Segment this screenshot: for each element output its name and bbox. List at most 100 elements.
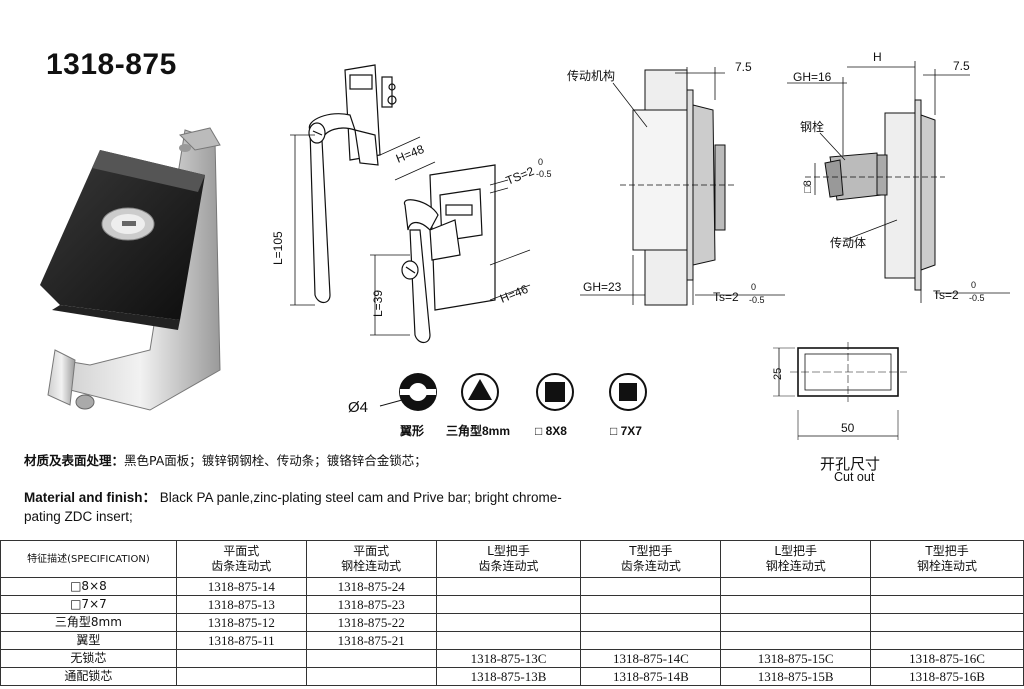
table-cell xyxy=(435,631,582,650)
label-wing: 翼形 xyxy=(399,424,424,438)
label-mech-cn: 传动机构 xyxy=(567,68,615,83)
table-cell: □8×8 xyxy=(0,577,177,596)
square-8x8-insert-icon xyxy=(536,373,574,411)
dim-7-5-b: 7.5 xyxy=(953,59,970,73)
material-cn-label: 材质及表面处理： xyxy=(24,453,125,468)
handle-isometric-drawing: L=105 H=48 TS=2 0 -0.5 L=39 H=46 xyxy=(271,64,552,344)
dim-gh16: GH=16 xyxy=(793,70,832,84)
dim-ts-mid-sup: 0 xyxy=(751,282,756,292)
table-cell xyxy=(720,613,872,632)
table-cell xyxy=(580,577,722,596)
rack-drive-side-view: 传动机构 7.5 GH=23 Ts=2 0 -0.5 xyxy=(567,60,785,306)
cutout-title-cn: 开孔尺寸 xyxy=(820,455,881,473)
dim-ts-right-sup: 0 xyxy=(971,280,976,290)
dim-sq8: □8 xyxy=(802,180,814,193)
label-square-8x8: □ 8X8 xyxy=(535,424,567,438)
label-phi4: Ø4 xyxy=(348,399,368,416)
table-cell xyxy=(720,577,872,596)
dim-ts-mid-sub: -0.5 xyxy=(749,295,765,305)
table-cell: 1318-875-11 xyxy=(175,631,307,650)
table-cell: 1318-875-15C xyxy=(720,649,872,668)
table-row: 通配锁芯 1318-875-13B 1318-875-14B 1318-875-… xyxy=(0,667,1024,686)
product-title: 1318-875 xyxy=(46,48,177,81)
table-cell: 1318-875-13C xyxy=(435,649,582,668)
spec-table: 特征描述(SPECIFICATION) 平面式齿条连动式 平面式钢栓连动式 L型… xyxy=(0,540,1024,686)
insert-types: Ø4 翼形 三角型8mm □ 8X8 □ 7X7 xyxy=(348,373,647,438)
table-row: □8×8 1318-875-14 1318-875-24 xyxy=(0,577,1024,596)
dim-cut-h: 25 xyxy=(772,368,784,380)
table-cell: 通配锁芯 xyxy=(0,667,177,686)
material-en-label: Material and finish： xyxy=(24,490,157,505)
label-body-cn: 传动体 xyxy=(830,235,866,250)
wing-insert-icon xyxy=(379,373,437,411)
table-cell xyxy=(580,595,722,614)
table-cell xyxy=(305,649,437,668)
table-cell: □7×7 xyxy=(0,595,177,614)
table-cell: 1318-875-13 xyxy=(175,595,307,614)
table-cell xyxy=(305,667,437,686)
table-cell xyxy=(580,631,722,650)
table-cell: 1318-875-16B xyxy=(870,667,1024,686)
dim-ts-front: TS=2 xyxy=(504,164,536,188)
header-cell: T型把手钢栓连动式 xyxy=(870,540,1024,578)
table-row: 三角型8mm 1318-875-12 1318-875-22 xyxy=(0,613,1024,632)
dim-l39: L=39 xyxy=(371,290,385,317)
table-cell xyxy=(175,649,307,668)
dim-ts-front-sub: -0.5 xyxy=(536,169,552,179)
header-cell: L型把手齿条连动式 xyxy=(435,540,582,578)
table-header-row: 特征描述(SPECIFICATION) 平面式齿条连动式 平面式钢栓连动式 L型… xyxy=(0,540,1024,578)
dim-ts-right-sub: -0.5 xyxy=(969,293,985,303)
table-cell xyxy=(870,577,1024,596)
table-cell xyxy=(720,631,872,650)
dim-ts-front-sup: 0 xyxy=(538,157,543,167)
label-bolt-cn: 钢栓 xyxy=(800,119,824,134)
table-cell xyxy=(870,631,1024,650)
table-cell xyxy=(720,595,872,614)
dim-ts-right: Ts=2 xyxy=(933,288,959,302)
header-cell: 平面式钢栓连动式 xyxy=(305,540,437,578)
dim-h: H xyxy=(873,50,882,64)
dim-7-5-a: 7.5 xyxy=(735,60,752,74)
label-square-7x7: □ 7X7 xyxy=(610,424,642,438)
material-cn-text: 黑色PA面板；镀锌钢钢栓、传动条；镀铬锌合金锁芯； xyxy=(124,453,427,468)
material-cn: 材质及表面处理：黑色PA面板；镀锌钢钢栓、传动条；镀铬锌合金锁芯； xyxy=(24,452,427,470)
table-cell: 1318-875-14 xyxy=(175,577,307,596)
dim-gh23: GH=23 xyxy=(583,280,622,294)
cutout-title-en: Cut out xyxy=(834,470,875,484)
cutout-drawing: 25 50 xyxy=(772,342,907,440)
header-cell: 特征描述(SPECIFICATION) xyxy=(0,540,177,578)
dim-cut-w: 50 xyxy=(841,421,855,435)
header-cell: 平面式齿条连动式 xyxy=(175,540,307,578)
label-triangle: 三角型8mm xyxy=(446,423,510,438)
table-cell: 1318-875-21 xyxy=(305,631,437,650)
table-cell: 1318-875-24 xyxy=(305,577,437,596)
table-cell xyxy=(580,613,722,632)
table-cell xyxy=(435,577,582,596)
table-cell xyxy=(435,595,582,614)
table-cell: 1318-875-23 xyxy=(305,595,437,614)
table-cell xyxy=(870,595,1024,614)
material-en-text: Black PA panle,zinc-plating steel cam an… xyxy=(24,490,562,524)
triangle-insert-icon xyxy=(461,373,499,411)
table-cell: 无锁芯 xyxy=(0,649,177,668)
table-row: 翼型 1318-875-11 1318-875-21 xyxy=(0,631,1024,650)
dim-l105: L=105 xyxy=(271,231,285,265)
table-cell: 1318-875-12 xyxy=(175,613,307,632)
dim-ts-mid: Ts=2 xyxy=(713,290,739,304)
header-cell: L型把手钢栓连动式 xyxy=(720,540,872,578)
table-cell: 1318-875-14B xyxy=(580,667,722,686)
table-cell: 三角型8mm xyxy=(0,613,177,632)
table-cell xyxy=(175,667,307,686)
table-cell: 1318-875-15B xyxy=(720,667,872,686)
table-cell xyxy=(870,613,1024,632)
table-cell: 1318-875-13B xyxy=(435,667,582,686)
material-en: Material and finish： Black PA panle,zinc… xyxy=(24,488,564,526)
table-cell: 翼型 xyxy=(0,631,177,650)
dim-h48: H=48 xyxy=(394,142,426,166)
bolt-drive-side-view: GH=16 H 7.5 钢栓 □8 传动体 Ts=2 0 -0.5 xyxy=(787,50,1010,303)
table-cell xyxy=(435,613,582,632)
table-row: □7×7 1318-875-13 1318-875-23 xyxy=(0,595,1024,614)
table-row: 无锁芯 1318-875-13C 1318-875-14C 1318-875-1… xyxy=(0,649,1024,668)
dim-h46: H=46 xyxy=(498,282,530,306)
table-cell: 1318-875-16C xyxy=(870,649,1024,668)
